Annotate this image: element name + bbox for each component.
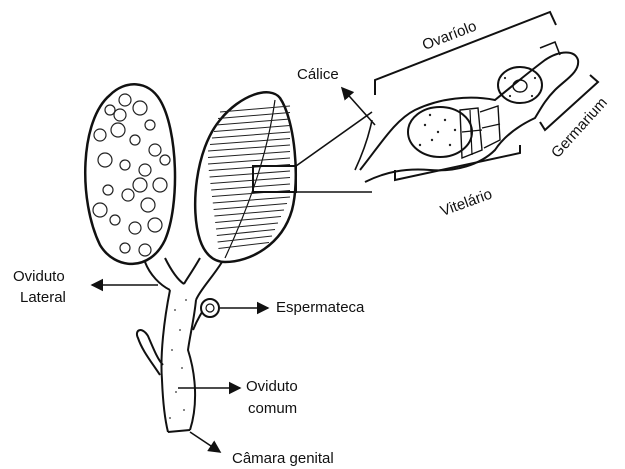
label-oviduto-lateral-2: Lateral [20, 289, 66, 306]
label-oviduto-comum-2: comum [248, 400, 297, 417]
label-espermateca: Espermateca [276, 299, 364, 316]
label-oviduto-lateral-1: Oviduto [13, 268, 65, 285]
left-ovary [85, 84, 175, 264]
ovariole-texture [419, 77, 536, 146]
vitelario-bracket [395, 145, 520, 180]
ovariole-detail [355, 42, 578, 182]
label-camara-genital: Câmara genital [232, 450, 334, 467]
label-oviduto-comum-1: Oviduto [246, 378, 298, 395]
oviduct-texture [169, 299, 187, 419]
spermatheca [201, 299, 219, 317]
right-ovary [195, 92, 296, 262]
label-calice: Cálice [297, 66, 339, 83]
oviduct-system [137, 258, 222, 432]
